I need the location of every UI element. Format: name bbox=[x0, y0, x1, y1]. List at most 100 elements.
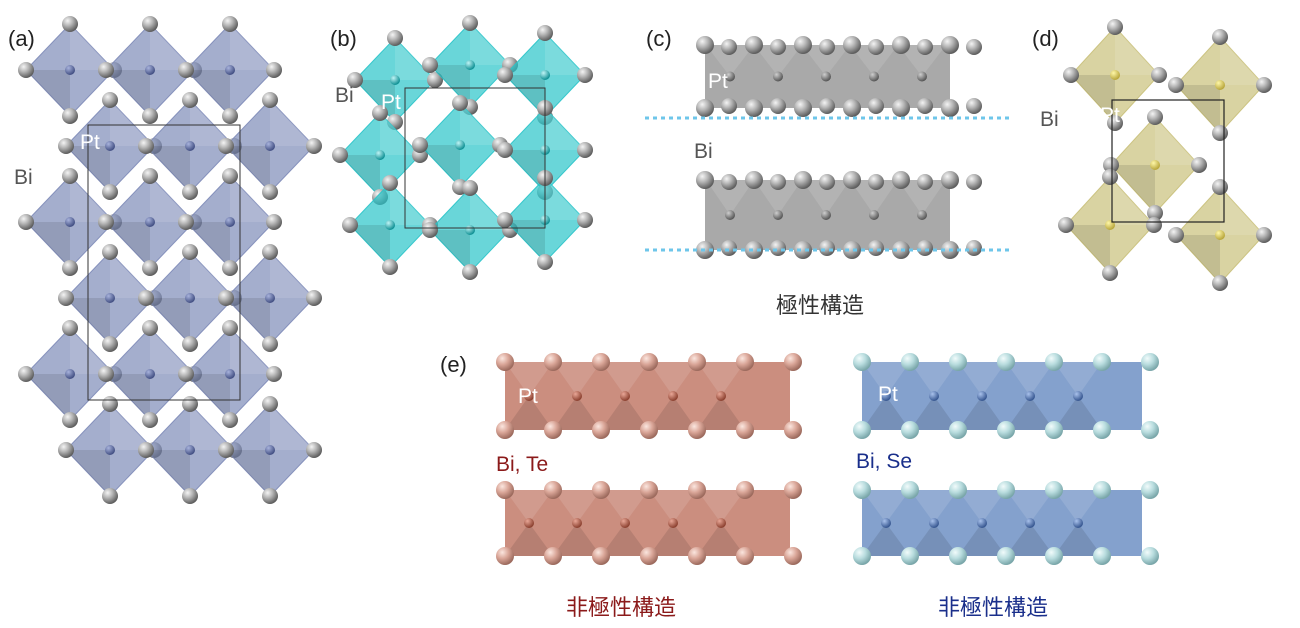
atom bbox=[941, 171, 959, 189]
atom bbox=[544, 481, 562, 499]
atom bbox=[1093, 547, 1111, 565]
slab-face bbox=[697, 396, 745, 430]
pt-atom bbox=[465, 60, 475, 70]
atom bbox=[1212, 275, 1228, 291]
atom bbox=[843, 171, 861, 189]
atom bbox=[218, 138, 234, 154]
atom bbox=[794, 36, 812, 54]
atom bbox=[18, 62, 34, 78]
atom bbox=[688, 353, 706, 371]
atom bbox=[262, 244, 278, 260]
atom bbox=[1102, 169, 1118, 185]
atom bbox=[18, 214, 34, 230]
octahedron-face bbox=[1220, 37, 1264, 85]
atom bbox=[1045, 353, 1063, 371]
slab-face bbox=[697, 362, 745, 396]
atom bbox=[1147, 109, 1163, 125]
atom bbox=[770, 174, 786, 190]
atom bbox=[901, 421, 919, 439]
octahedron-face bbox=[270, 252, 314, 298]
atom bbox=[262, 488, 278, 504]
atom bbox=[1141, 547, 1159, 565]
atom bbox=[1107, 19, 1123, 35]
atom bbox=[819, 174, 835, 190]
atom bbox=[721, 98, 737, 114]
pt-atom bbox=[524, 518, 534, 528]
atom bbox=[222, 16, 238, 32]
label-c-bi: Bi bbox=[694, 140, 713, 163]
atom bbox=[901, 481, 919, 499]
atom bbox=[770, 39, 786, 55]
atom bbox=[640, 421, 658, 439]
atom bbox=[306, 138, 322, 154]
atom bbox=[1147, 205, 1163, 221]
slab-face bbox=[697, 490, 745, 523]
pt-atom bbox=[145, 369, 155, 379]
atom bbox=[496, 353, 514, 371]
atom bbox=[102, 336, 118, 352]
slab-face bbox=[505, 490, 553, 523]
label-a-pt: Pt bbox=[80, 131, 100, 154]
atom bbox=[949, 481, 967, 499]
atom bbox=[794, 241, 812, 259]
atom bbox=[1045, 421, 1063, 439]
atom bbox=[142, 412, 158, 428]
atom bbox=[222, 168, 238, 184]
pt-atom bbox=[881, 518, 891, 528]
caption-nonpolar-bise: 非極性構造 bbox=[938, 596, 1049, 621]
atom bbox=[941, 36, 959, 54]
pt-atom bbox=[225, 65, 235, 75]
atom bbox=[868, 240, 884, 256]
slab-face bbox=[1054, 523, 1102, 556]
atom bbox=[592, 547, 610, 565]
slab-face bbox=[910, 362, 958, 396]
atom bbox=[688, 481, 706, 499]
pt-atom bbox=[725, 210, 735, 220]
layer-slab bbox=[505, 362, 790, 430]
pt-atom bbox=[725, 71, 735, 82]
atom bbox=[497, 212, 513, 228]
atom bbox=[1191, 157, 1207, 173]
atom bbox=[462, 15, 478, 31]
pt-atom bbox=[620, 518, 630, 528]
pt-atom bbox=[821, 71, 831, 82]
atom bbox=[58, 442, 74, 458]
slab-face bbox=[697, 523, 745, 556]
pt-atom bbox=[185, 141, 195, 151]
atom bbox=[62, 168, 78, 184]
atom bbox=[1093, 481, 1111, 499]
atom bbox=[853, 353, 871, 371]
octahedron-face bbox=[505, 150, 545, 192]
octahedron-face bbox=[190, 404, 234, 450]
atom bbox=[736, 421, 754, 439]
slab-face bbox=[1054, 362, 1102, 396]
atom bbox=[218, 290, 234, 306]
slab-face bbox=[649, 490, 697, 523]
atom bbox=[736, 481, 754, 499]
octahedron-face bbox=[460, 103, 500, 145]
slab-face bbox=[553, 396, 601, 430]
atom bbox=[819, 240, 835, 256]
atom bbox=[640, 353, 658, 371]
atom bbox=[843, 99, 861, 117]
atom bbox=[966, 39, 982, 55]
atom bbox=[853, 547, 871, 565]
atom bbox=[138, 290, 154, 306]
atom bbox=[262, 184, 278, 200]
atom bbox=[178, 366, 194, 382]
atom bbox=[537, 25, 553, 41]
octahedron-face bbox=[1220, 187, 1264, 235]
pt-atom bbox=[65, 369, 75, 379]
panel-e-left-structure bbox=[496, 353, 802, 565]
atom bbox=[917, 240, 933, 256]
atom bbox=[868, 39, 884, 55]
octahedron-face bbox=[106, 222, 150, 268]
atom bbox=[544, 547, 562, 565]
pt-atom bbox=[821, 210, 831, 220]
panel-label-d: (d) bbox=[1032, 26, 1059, 51]
pt-atom bbox=[620, 391, 630, 401]
pt-atom bbox=[668, 391, 678, 401]
atom bbox=[745, 36, 763, 54]
slab-face bbox=[649, 396, 697, 430]
atom bbox=[18, 366, 34, 382]
